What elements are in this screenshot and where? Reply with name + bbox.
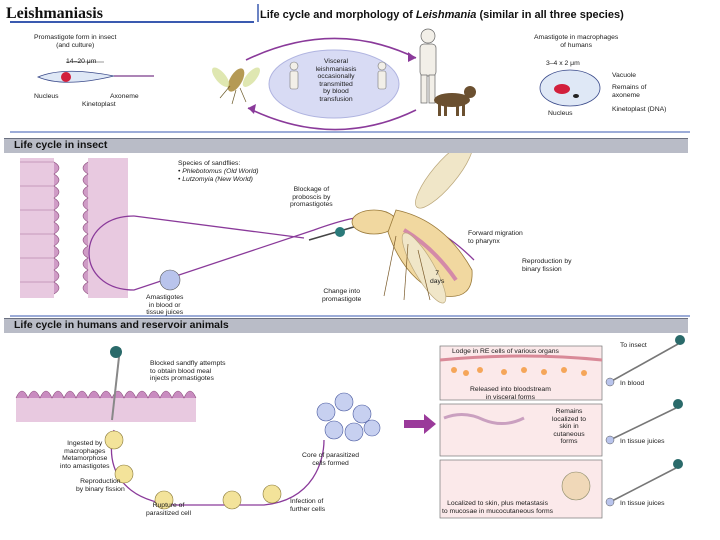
section-insect-header: Life cycle in insect — [4, 138, 688, 153]
species-lutzomyia: • Lutzomyia (New World) — [178, 176, 253, 183]
visceral-panel — [439, 345, 603, 401]
gut-villi-left — [20, 158, 60, 298]
cycle-arrow-top — [245, 37, 417, 61]
core-parasitized-cells — [316, 392, 381, 442]
in-tissue-juices-label-1: In tissue juices — [620, 438, 665, 445]
life-cycle-illustration — [10, 4, 690, 519]
amastigote-drawing — [539, 69, 601, 107]
in-tissue-juices-label-2: In tissue juices — [620, 500, 665, 507]
sandfly-drawing-large — [308, 141, 473, 304]
kinetoplast-label: Kinetoplast — [82, 101, 116, 108]
section-humans-title: Life cycle in humans and reservoir anima… — [14, 319, 229, 331]
promastigote-drawing — [36, 61, 154, 83]
section-humans-header: Life cycle in humans and reservoir anima… — [4, 318, 688, 333]
gut-villi-right — [82, 158, 128, 298]
skin-tissue — [15, 390, 197, 422]
figure-title: Leishmaniasis — [6, 5, 103, 22]
kinetoplast-dna-label: Kinetoplast (DNA) — [612, 106, 667, 113]
amastigote-size: 3–4 x 2 μm — [546, 60, 580, 67]
human-figures-small — [289, 61, 387, 90]
exit-arrows — [605, 335, 685, 507]
mucocutaneous-panel — [439, 459, 603, 519]
cycle-arrow-bottom — [247, 107, 417, 131]
human-cycle-path — [110, 429, 325, 506]
promastigote-size: 14–20 μm — [66, 58, 97, 65]
in-blood-label: In blood — [620, 380, 645, 387]
species-heading: Species of sandflies: — [178, 160, 241, 167]
visceral-note-oval — [268, 49, 400, 119]
nucleus-label: Nucleus — [34, 93, 59, 100]
arrow-to-forms — [404, 414, 436, 434]
promastigote-label: Promastigote form in insect(and culture) — [34, 34, 117, 49]
sandfly-head — [110, 346, 122, 358]
cutaneous-panel — [439, 403, 603, 457]
macrophage-cells — [104, 430, 282, 510]
vacuole-label: Vacuole — [612, 72, 637, 79]
sandfly-drawing-top — [212, 67, 260, 105]
dog-figure — [434, 86, 476, 116]
species-phlebotomus: • Phlebotomus (Old World) — [178, 168, 259, 175]
lodge-label: Lodge in RE cells of various organs — [452, 348, 559, 355]
human-figure — [419, 28, 437, 104]
proboscis — [111, 347, 121, 421]
figure-subtitle: Life cycle and morphology of Leishmania … — [260, 9, 624, 21]
amastigote-cell — [159, 269, 181, 291]
axoneme-label: Axoneme — [110, 93, 139, 100]
to-insect-label: To insect — [620, 342, 647, 349]
section-insect-title: Life cycle in insect — [14, 139, 108, 151]
nucleus-right-label: Nucleus — [548, 110, 573, 117]
